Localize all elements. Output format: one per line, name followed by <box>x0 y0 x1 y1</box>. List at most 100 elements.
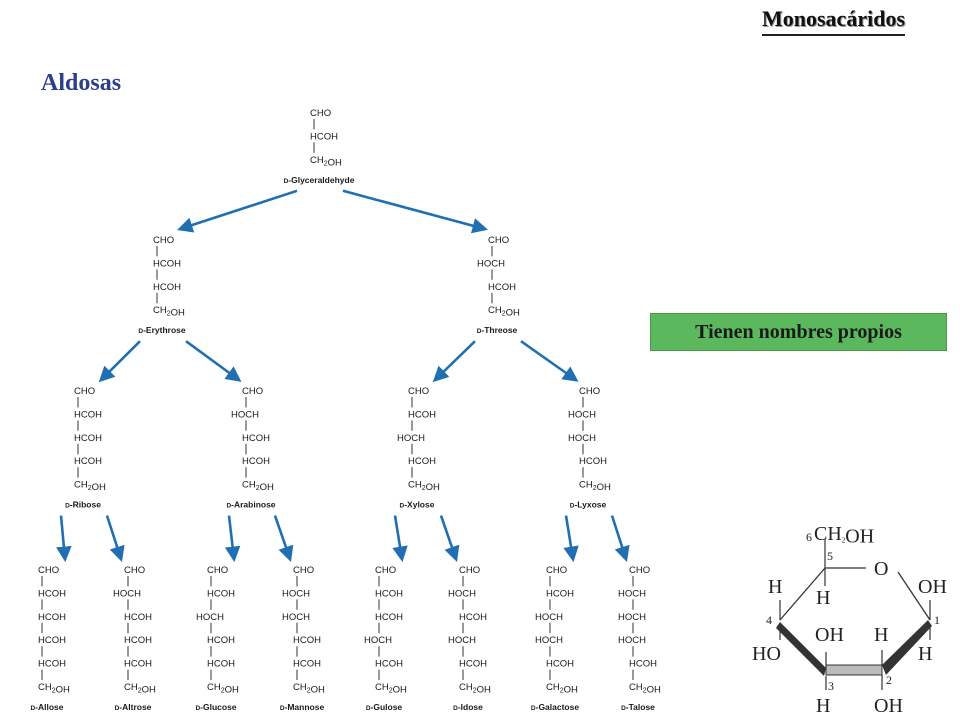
sugar-name: D-Glyceraldehyde <box>284 175 355 185</box>
ring-label-5: 5 <box>827 549 833 563</box>
formula-group: CHO <box>207 565 228 576</box>
formula-group: HCOH <box>242 456 270 467</box>
sugar-name: D-Talose <box>621 702 655 712</box>
formula-group: HOCH <box>618 588 646 599</box>
formula-group: HOCH <box>618 635 646 646</box>
formula-group: HCOH <box>293 659 321 670</box>
derivation-arrow <box>185 340 242 382</box>
sugar-name: D-Threose <box>477 325 518 335</box>
formula-group: HCOH <box>408 456 436 467</box>
formula-group: CHO <box>74 386 95 397</box>
formula-group: HOCH <box>231 409 259 420</box>
formula-group: HCOH <box>207 588 235 599</box>
formula-group: CH2OH <box>242 480 274 494</box>
formula-group: HOCH <box>282 588 310 599</box>
formula-group: CH2OH <box>310 155 342 169</box>
formula-group: CHO <box>579 386 600 397</box>
ring-front-wedge <box>882 620 932 675</box>
formula-group: HOCH <box>397 433 425 444</box>
ring-label-ch2oh: CH2OH <box>814 523 874 548</box>
formula-group: HOCH <box>448 588 476 599</box>
derivation-arrow <box>98 340 141 383</box>
formula-group: HCOH <box>124 612 152 623</box>
formula-group: HCOH <box>153 282 181 293</box>
ring-label-oh: OH <box>874 695 903 717</box>
formula-group: HCOH <box>207 635 235 646</box>
formula-group: CH2OH <box>38 682 70 696</box>
derivation-arrow <box>177 189 298 233</box>
formula-group: HCOH <box>408 409 436 420</box>
sugar-name: D-Gulose <box>366 702 403 712</box>
sugar-name: D-Xylose <box>400 500 435 510</box>
sugar-name: D-Lyxose <box>570 500 607 510</box>
formula-group: CHO <box>38 565 59 576</box>
formula-group: HOCH <box>477 258 505 269</box>
derivation-arrow <box>273 515 294 562</box>
ring-label-h: H <box>816 587 830 609</box>
formula-group: CH2OH <box>207 682 239 696</box>
formula-group: HCOH <box>459 659 487 670</box>
formula-group: CHO <box>153 235 174 246</box>
ring-label-2: 2 <box>886 673 892 687</box>
formula-group: HCOH <box>207 659 235 670</box>
formula-group: CHO <box>124 565 145 576</box>
formula-group: CHO <box>293 565 314 576</box>
formula-group: HCOH <box>124 659 152 670</box>
ring-label-h: H <box>816 695 830 717</box>
sugar-name: D-Ribose <box>65 500 101 510</box>
formula-group: HCOH <box>375 659 403 670</box>
formula-group: CH2OH <box>546 682 578 696</box>
derivation-arrow <box>342 189 489 234</box>
formula-group: CH2OH <box>579 480 611 494</box>
formula-group: CH2OH <box>408 480 440 494</box>
formula-group: CH2OH <box>629 682 661 696</box>
slide-title-text: Monosacáridos <box>762 6 905 31</box>
ring-label-1: 1 <box>934 613 940 627</box>
derivation-arrow <box>563 515 579 563</box>
formula-group: HOCH <box>618 612 646 623</box>
derivation-arrow <box>432 340 476 383</box>
derivation-arrow <box>224 515 241 563</box>
formula-group: HOCH <box>282 612 310 623</box>
sugar-name: D-Mannose <box>280 702 325 712</box>
formula-group: CH2OH <box>153 305 185 319</box>
formula-group: CHO <box>242 386 263 397</box>
formula-group: CHO <box>488 235 509 246</box>
ring-bond <box>897 571 931 621</box>
derivation-arrow <box>520 340 579 382</box>
formula-group: CH2OH <box>375 682 407 696</box>
ring-label-oh: OH <box>918 576 947 598</box>
formula-group: HOCH <box>196 612 224 623</box>
ring-label-oh: OH <box>815 624 844 646</box>
sugar-name: D-Glucose <box>195 702 236 712</box>
formula-group: HOCH <box>448 635 476 646</box>
sugar-name: D-Galactose <box>531 702 579 712</box>
formula-group: HCOH <box>629 659 657 670</box>
formula-group: HCOH <box>293 635 321 646</box>
formula-group: HCOH <box>74 433 102 444</box>
formula-group: CHO <box>408 386 429 397</box>
ring-label-ho: HO <box>752 643 781 665</box>
formula-group: HOCH <box>568 409 596 420</box>
formula-group: HCOH <box>38 635 66 646</box>
formula-group: HCOH <box>546 659 574 670</box>
ring-label-h: H <box>918 643 932 665</box>
derivation-arrow <box>439 515 460 562</box>
ring-label-4: 4 <box>766 613 772 627</box>
derivation-arrow <box>105 515 125 562</box>
formula-group: HOCH <box>535 612 563 623</box>
ring-label-6: 6 <box>806 530 812 544</box>
sugar-name: D-Allose <box>30 702 63 712</box>
formula-group: CHO <box>310 108 331 119</box>
sugar-name: D-Idose <box>453 702 483 712</box>
ring-label-o: O <box>874 558 888 580</box>
